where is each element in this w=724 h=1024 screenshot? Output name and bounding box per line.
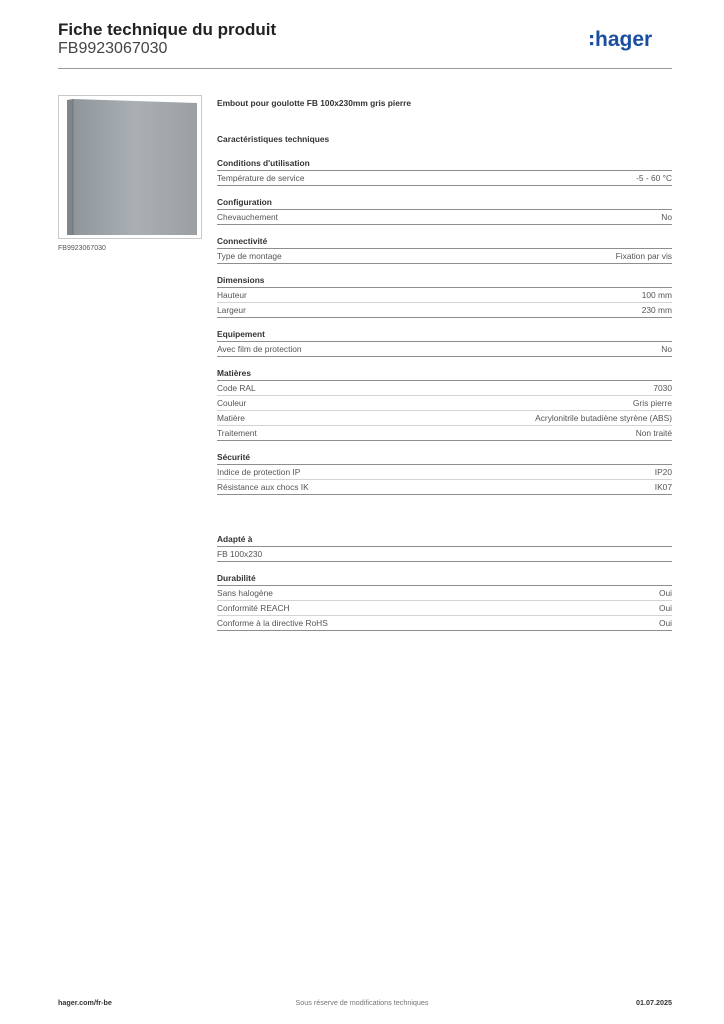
spec-label: Température de service bbox=[217, 173, 305, 183]
spec-group-configuration: Configuration Chevauchement No bbox=[217, 196, 672, 225]
spec-value: Acrylonitrile butadiène styrène (ABS) bbox=[535, 413, 672, 423]
spec-row: Traitement Non traité bbox=[217, 426, 672, 441]
spec-label: Conforme à la directive RoHS bbox=[217, 618, 328, 628]
spec-value: 100 mm bbox=[641, 290, 672, 300]
spec-row: Indice de protection IP IP20 bbox=[217, 465, 672, 480]
spec-row: Résistance aux chocs IK IK07 bbox=[217, 480, 672, 495]
spec-label: Sans halogène bbox=[217, 588, 273, 598]
spec-value: Non traité bbox=[635, 428, 672, 438]
spec-value: Oui bbox=[658, 618, 672, 628]
svg-text:hager: hager bbox=[595, 28, 652, 51]
spec-group-connectivity: Connectivité Type de montage Fixation pa… bbox=[217, 235, 672, 264]
spec-value: IK07 bbox=[654, 482, 672, 492]
product-image-caption: FB9923067030 bbox=[58, 245, 106, 252]
spec-group-conditions: Conditions d'utilisation Température de … bbox=[217, 157, 672, 186]
spec-group-security: Sécurité Indice de protection IP IP20 Ré… bbox=[217, 451, 672, 495]
spec-value: Oui bbox=[658, 588, 672, 598]
spec-group-sustainability: Durabilité Sans halogène Oui Conformité … bbox=[217, 572, 672, 631]
spec-group-title: Durabilité bbox=[217, 572, 672, 586]
spec-group-title: Adapté à bbox=[217, 533, 672, 547]
spec-row: FB 100x230 bbox=[217, 547, 672, 562]
spec-label: Avec film de protection bbox=[217, 344, 302, 354]
spec-label: Matière bbox=[217, 413, 245, 423]
spec-row: Type de montage Fixation par vis bbox=[217, 249, 672, 264]
spec-group-title: Matières bbox=[217, 367, 672, 381]
spec-row: Hauteur 100 mm bbox=[217, 288, 672, 303]
spec-row: Code RAL 7030 bbox=[217, 381, 672, 396]
spec-value: 7030 bbox=[653, 383, 672, 393]
product-description: Embout pour goulotte FB 100x230mm gris p… bbox=[217, 98, 412, 108]
spec-row: Sans halogène Oui bbox=[217, 586, 672, 601]
spec-value: No bbox=[661, 212, 672, 222]
footer-website[interactable]: hager.com/fr-be bbox=[58, 998, 112, 1007]
spec-row: Conforme à la directive RoHS Oui bbox=[217, 616, 672, 631]
header-divider bbox=[58, 68, 672, 69]
spec-row: Couleur Gris pierre bbox=[217, 396, 672, 411]
spec-label: Couleur bbox=[217, 398, 247, 408]
footer-date: 01.07.2025 bbox=[636, 998, 672, 1007]
spec-group-title: Configuration bbox=[217, 196, 672, 210]
spec-value: Fixation par vis bbox=[615, 251, 672, 261]
product-details: Embout pour goulotte FB 100x230mm gris p… bbox=[217, 96, 672, 631]
spec-label: Type de montage bbox=[217, 251, 282, 261]
spec-row: Chevauchement No bbox=[217, 210, 672, 225]
spec-group-title: Connectivité bbox=[217, 235, 672, 249]
spec-label: FB 100x230 bbox=[217, 549, 263, 559]
spec-row: Largeur 230 mm bbox=[217, 303, 672, 318]
spec-label: Hauteur bbox=[217, 290, 247, 300]
spec-value: Gris pierre bbox=[632, 398, 672, 408]
spec-value: No bbox=[661, 344, 672, 354]
spec-group-compatible: Adapté à FB 100x230 bbox=[217, 533, 672, 562]
spec-label: Résistance aux chocs IK bbox=[217, 482, 309, 492]
product-image bbox=[58, 95, 202, 239]
spec-value: 230 mm bbox=[641, 305, 672, 315]
spec-row: Conformité REACH Oui bbox=[217, 601, 672, 616]
spec-label: Code RAL bbox=[217, 383, 256, 393]
spec-row: Avec film de protection No bbox=[217, 342, 672, 357]
footer-notice: Sous réserve de modifications techniques bbox=[295, 998, 429, 1007]
spec-value: Oui bbox=[658, 603, 672, 613]
spec-label: Indice de protection IP bbox=[217, 467, 301, 477]
spec-group-title: Conditions d'utilisation bbox=[217, 157, 672, 171]
spec-label: Traitement bbox=[217, 428, 257, 438]
product-reference: FB9923067030 bbox=[58, 40, 168, 57]
page-title: Fiche technique du produit bbox=[58, 20, 277, 39]
hager-logo: hager bbox=[590, 28, 672, 54]
spec-group-materials: Matières Code RAL 7030 Couleur Gris pier… bbox=[217, 367, 672, 441]
spec-label: Largeur bbox=[217, 305, 246, 315]
spec-row: Température de service -5 - 60 °C bbox=[217, 171, 672, 186]
spec-label: Conformité REACH bbox=[217, 603, 290, 613]
spec-value: IP20 bbox=[654, 467, 672, 477]
spec-group-dimensions: Dimensions Hauteur 100 mm Largeur 230 mm bbox=[217, 274, 672, 318]
specs-heading: Caractéristiques techniques bbox=[217, 134, 330, 144]
spec-label: Chevauchement bbox=[217, 212, 278, 222]
spec-group-equipment: Equipement Avec film de protection No bbox=[217, 328, 672, 357]
spec-row: Matière Acrylonitrile butadiène styrène … bbox=[217, 411, 672, 426]
spec-group-title: Sécurité bbox=[217, 451, 672, 465]
spec-group-title: Dimensions bbox=[217, 274, 672, 288]
spec-value: -5 - 60 °C bbox=[636, 173, 672, 183]
spec-group-title: Equipement bbox=[217, 328, 672, 342]
